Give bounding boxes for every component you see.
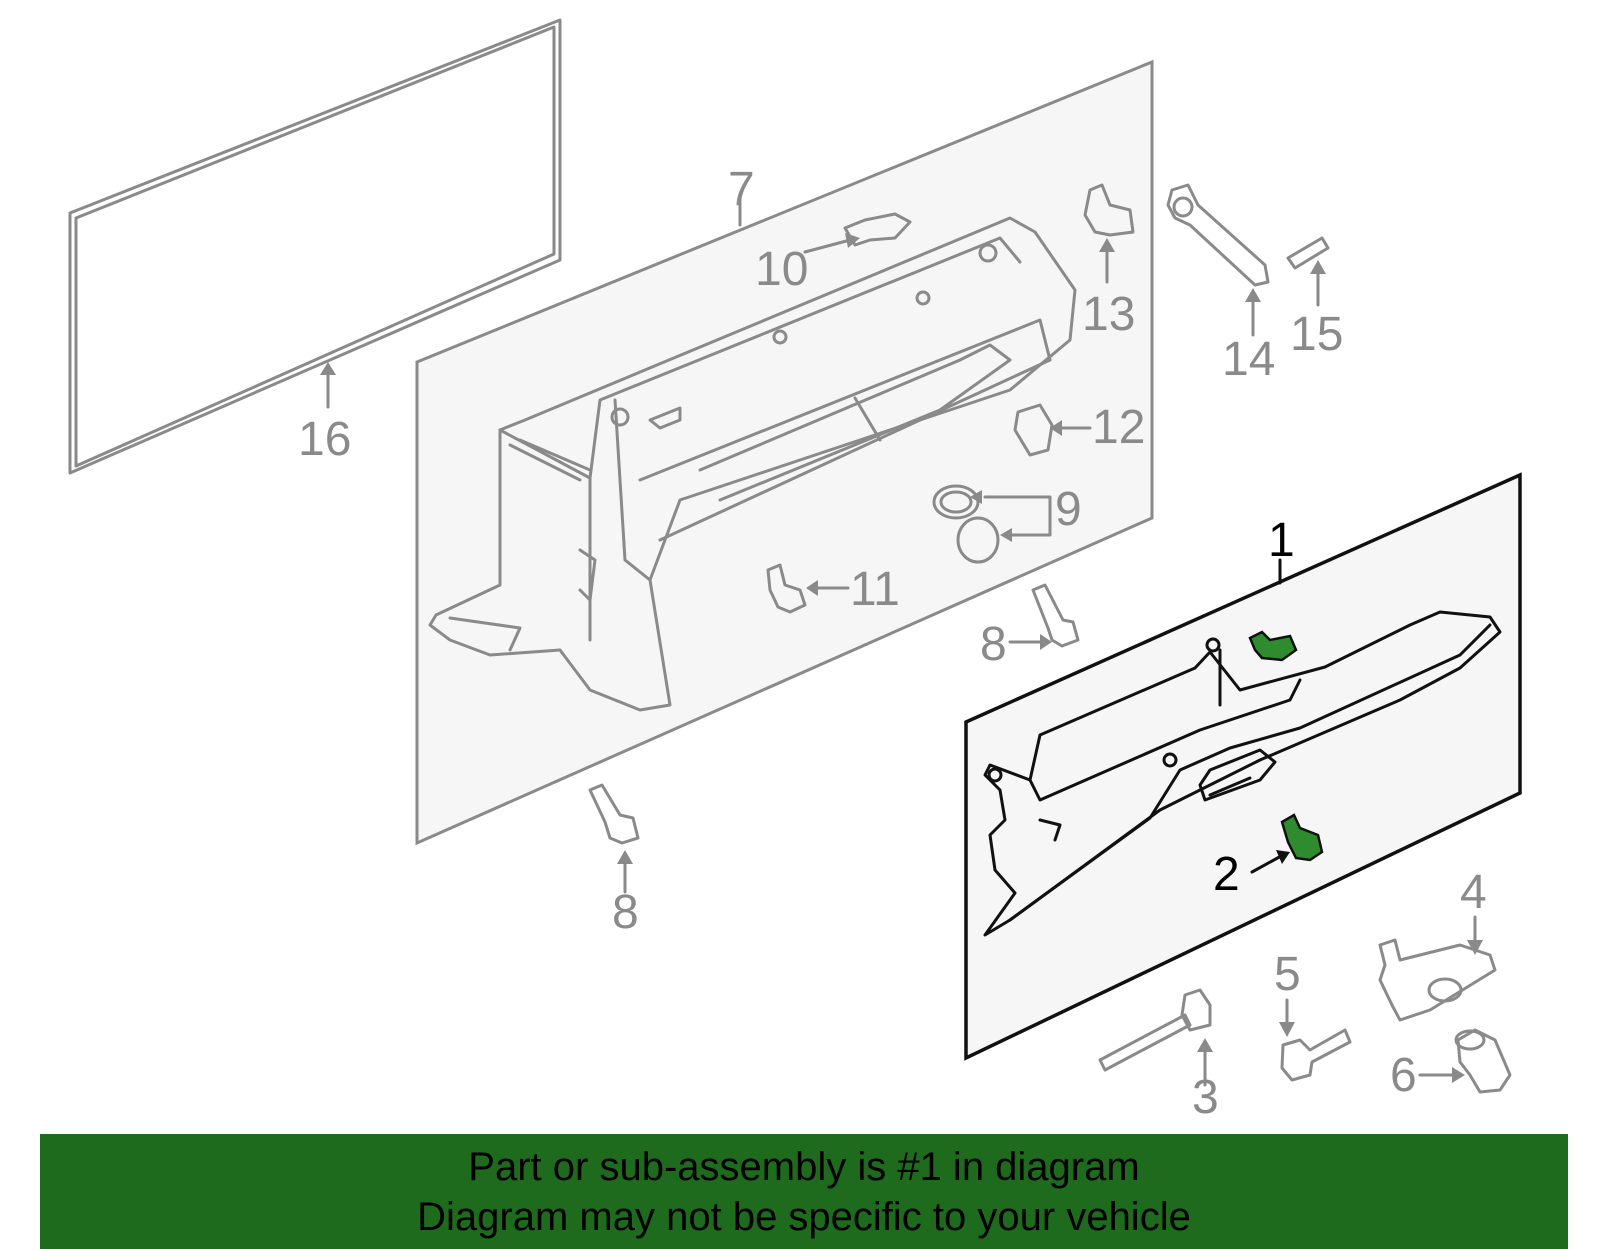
callout-1: 1 [1268, 514, 1295, 567]
banner-line-2: Diagram may not be specific to your vehi… [417, 1195, 1191, 1239]
callout-3: 3 [1192, 1071, 1219, 1124]
part-8-screw-a [1008, 583, 1080, 650]
part-9-washer-b [956, 516, 1000, 564]
part-2-bumper-a [1248, 630, 1298, 662]
callout-5: 5 [1274, 948, 1301, 1001]
callout-11: 11 [850, 563, 900, 616]
part-11-pin [766, 563, 807, 614]
callout-10: 10 [755, 243, 808, 296]
callout-6: 6 [1390, 1049, 1417, 1102]
part-5-screw [1279, 998, 1352, 1082]
part-14-strap [1166, 183, 1270, 337]
callout-16: 16 [298, 413, 351, 466]
callout-2: 2 [1213, 848, 1240, 901]
part-10-clip [843, 212, 912, 247]
callout-9: 9 [1055, 483, 1082, 536]
part-8-screw-b [588, 783, 640, 894]
part-6-bumper [1418, 1028, 1512, 1094]
callout-4: 4 [1460, 866, 1487, 919]
part-9-washer-a [932, 484, 980, 520]
callout-7: 7 [728, 163, 755, 216]
callout-13: 13 [1082, 288, 1135, 341]
banner-line-1: Part or sub-assembly is #1 in diagram [468, 1145, 1140, 1189]
callout-12: 12 [1092, 401, 1145, 454]
callout-8a: 8 [980, 618, 1007, 671]
callout-8b: 8 [612, 886, 639, 939]
part-15-pin [1286, 236, 1330, 307]
part-16-panel [68, 18, 562, 475]
callout-14: 14 [1222, 333, 1275, 386]
part-2-bumper-b [1250, 813, 1324, 874]
info-banner: Part or sub-assembly is #1 in diagram Di… [40, 1134, 1568, 1249]
part-1-glove-box-door [964, 472, 1522, 1061]
part-12-bracket [1013, 403, 1054, 457]
part-7-housing [415, 59, 1154, 846]
callout-15: 15 [1290, 308, 1343, 361]
part-4-latch [1378, 915, 1497, 1022]
part-3-bolt [1098, 988, 1213, 1087]
part-13-clip [1083, 183, 1135, 284]
